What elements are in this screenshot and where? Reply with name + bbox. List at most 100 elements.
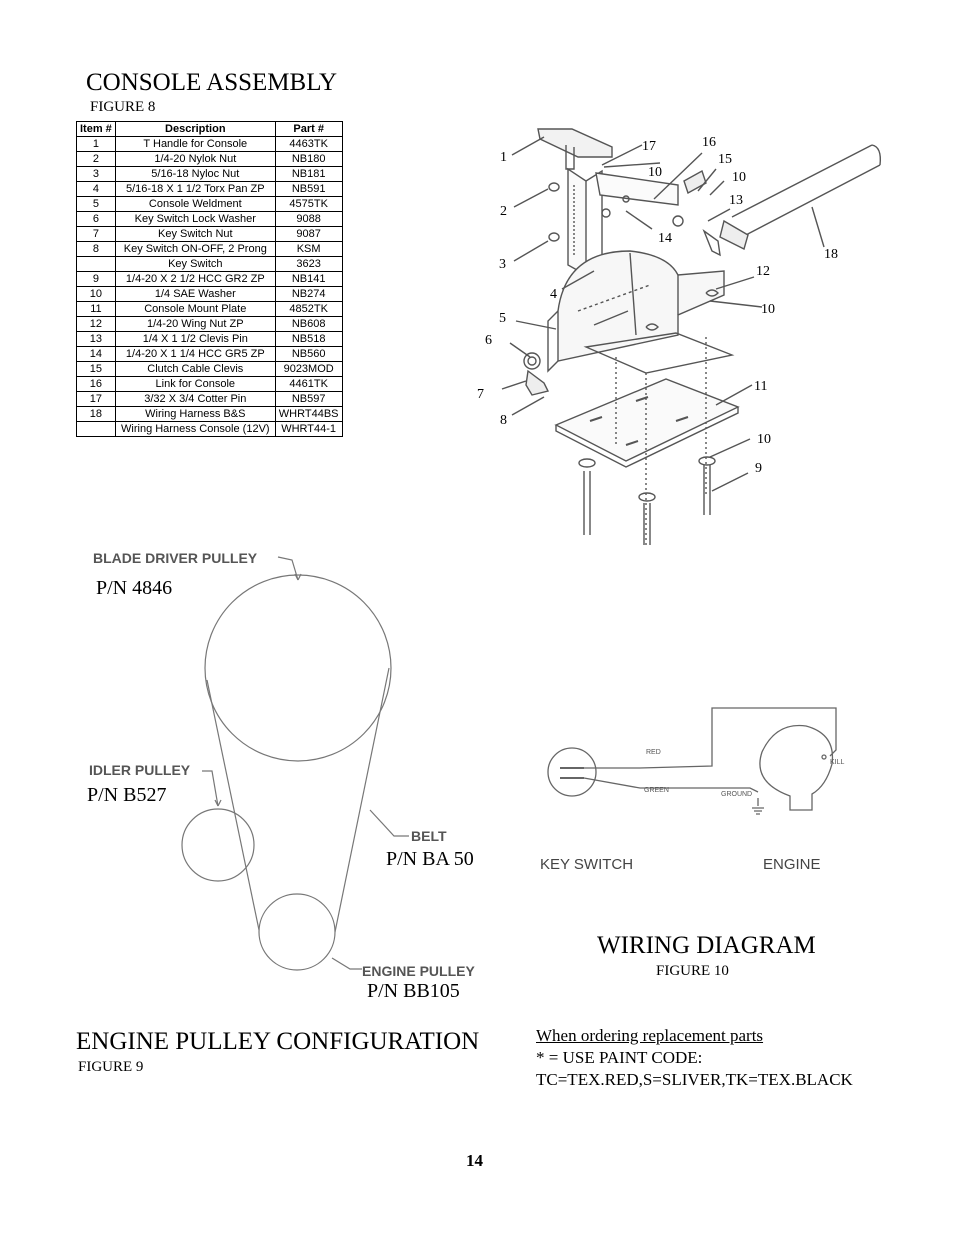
table-row: Wiring Harness Console (12V)WHRT44-1: [76, 421, 343, 437]
engine-pulley: [258, 893, 336, 971]
belt-label: BELT: [411, 828, 447, 844]
figure-10-label: FIGURE 10: [656, 963, 729, 979]
callout-4: 4: [550, 287, 557, 302]
callout-5: 5: [499, 311, 506, 326]
row-item: 14: [76, 346, 116, 362]
callout-13: 13: [729, 193, 743, 208]
row-description: 5/16-18 Nyloc Nut: [114, 166, 276, 182]
row-part: 4461TK: [274, 376, 343, 392]
row-description: Key Switch ON-OFF, 2 Prong: [114, 241, 276, 257]
row-description: 5/16-18 X 1 1/2 Torx Pan ZP: [114, 181, 276, 197]
row-description: 1/4-20 X 2 1/2 HCC GR2 ZP: [114, 271, 276, 287]
wiring-title: WIRING DIAGRAM: [597, 932, 816, 959]
row-part: 4575TK: [274, 196, 343, 212]
row-description: Clutch Cable Clevis: [114, 361, 276, 377]
row-part: NB181: [274, 166, 343, 182]
header-part: Part #: [274, 121, 343, 137]
row-part: NB597: [274, 391, 343, 407]
row-part: WHRT44BS: [274, 406, 343, 422]
callout-2: 2: [500, 204, 507, 219]
row-part: NB274: [274, 286, 343, 302]
row-item: 8: [76, 241, 116, 257]
wire-label-ground: GROUND: [721, 791, 752, 798]
row-item: [76, 421, 116, 437]
callout-3: 3: [499, 257, 506, 272]
row-part: NB180: [274, 151, 343, 167]
blade-driver-pulley-pn: P/N 4846: [96, 577, 173, 599]
row-part: 9088: [274, 211, 343, 227]
row-item: 9: [76, 271, 116, 287]
key-switch-label: KEY SWITCH: [540, 856, 634, 873]
row-part: 3623: [274, 256, 343, 272]
row-part: 9087: [274, 226, 343, 242]
engine-pulley-pn: P/N BB105: [367, 980, 460, 1002]
engine-pulley-label: ENGINE PULLEY: [362, 963, 475, 979]
row-item: 13: [76, 331, 116, 347]
row-item: 4: [76, 181, 116, 197]
callout-12: 12: [756, 264, 770, 279]
wire-label-kill: KILL: [830, 759, 845, 766]
row-description: T Handle for Console: [114, 136, 276, 152]
parts-table-header: Item # Description Part #: [76, 121, 343, 137]
callout-10-d: 10: [757, 432, 771, 447]
row-part: NB591: [274, 181, 343, 197]
key-switch-symbol: [547, 747, 597, 797]
callout-17: 17: [642, 139, 656, 154]
row-description: Key Switch Nut: [114, 226, 276, 242]
row-item: 6: [76, 211, 116, 227]
row-part: NB141: [274, 271, 343, 287]
callout-18: 18: [824, 247, 838, 262]
callout-11: 11: [754, 379, 767, 394]
ordering-line-2: TC=TEX.RED,S=SLIVER,TK=TEX.BLACK: [536, 1070, 853, 1089]
engine-pulley-title: ENGINE PULLEY CONFIGURATION: [76, 1028, 480, 1055]
belt-outline: [206, 667, 390, 933]
console-exploded-drawing: 1 2 3 4 5 6 7 8 17 10 16 15 10 13 14 18 …: [477, 128, 882, 545]
row-part: NB608: [274, 316, 343, 332]
idler-pulley: [181, 808, 255, 882]
ordering-heading: When ordering replacement parts: [536, 1026, 764, 1045]
callout-10-c: 10: [761, 302, 775, 317]
row-item: 11: [76, 301, 116, 317]
row-part: 9023MOD: [274, 361, 343, 377]
blade-driver-pulley: [204, 574, 392, 762]
row-part: NB560: [274, 346, 343, 362]
callout-9: 9: [755, 461, 762, 476]
wiring-diagram: RED GREEN GROUND KILL: [547, 707, 845, 815]
callout-6: 6: [485, 333, 492, 348]
row-part: NB518: [274, 331, 343, 347]
callout-7: 7: [477, 387, 484, 402]
callout-10-a: 10: [648, 165, 662, 180]
callout-1: 1: [500, 150, 507, 165]
engine-label: ENGINE: [763, 856, 821, 873]
row-description: Wiring Harness Console (12V): [114, 421, 276, 437]
row-description: 1/4-20 Nylok Nut: [114, 151, 276, 167]
header-item: Item #: [76, 121, 116, 137]
row-description: 1/4 X 1 1/2 Clevis Pin: [114, 331, 276, 347]
row-item: 7: [76, 226, 116, 242]
callout-15: 15: [718, 152, 732, 167]
row-item: 17: [76, 391, 116, 407]
row-description: 1/4-20 X 1 1/4 HCC GR5 ZP: [114, 346, 276, 362]
console-title: CONSOLE ASSEMBLY: [86, 69, 338, 96]
row-description: Console Mount Plate: [114, 301, 276, 317]
pulley-diagram: [181, 556, 409, 971]
row-item: 3: [76, 166, 116, 182]
wire-label-green: GREEN: [644, 787, 669, 794]
callout-8: 8: [500, 413, 507, 428]
